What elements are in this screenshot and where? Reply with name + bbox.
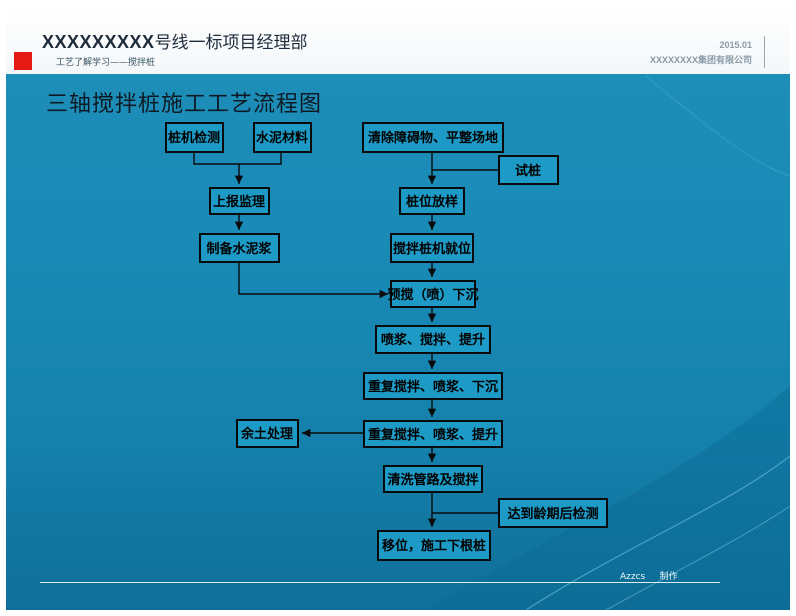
flowchart: 桩机检测 水泥材料 上报监理 制备水泥浆 清除障碍物、平整场地 试桩 桩位放样 — [165, 122, 608, 561]
footer-author: Azzcs — [620, 572, 646, 582]
step-pile-check-label: 桩机检测 — [168, 130, 220, 146]
company-name-bold: XXXXXXXXX — [42, 32, 155, 52]
step-age-inspection: 达到龄期后检测 — [498, 498, 608, 528]
connectors — [193, 152, 499, 527]
step-spoil-disposal-label: 余土处理 — [240, 426, 293, 442]
step-pre-mix-sink: 预搅（喷）下沉 — [387, 280, 479, 308]
logo-red-square — [14, 52, 32, 70]
header-date: 2015.01 — [719, 40, 752, 50]
footer-divider — [40, 582, 720, 583]
step-rig-positioning: 搅拌桩机就位 — [390, 233, 474, 263]
step-clear-obstacles: 清除障碍物、平整场地 — [362, 122, 504, 153]
step-trial-pile-label: 试桩 — [515, 163, 541, 179]
step-clean-pipes: 清洗管路及搅拌 — [383, 465, 483, 493]
step-rig-positioning-label: 搅拌桩机就位 — [393, 241, 471, 257]
step-trial-pile: 试桩 — [498, 155, 559, 185]
step-repeat-lift: 重复搅拌、喷浆、提升 — [363, 420, 503, 448]
step-age-inspection-label: 达到龄期后检测 — [507, 506, 598, 522]
step-relocate: 移位，施工下根桩 — [377, 530, 491, 561]
group-name: XXXXXXXX集团有限公司 — [649, 55, 752, 65]
step-repeat-lift-label: 重复搅拌、喷浆、提升 — [368, 427, 498, 443]
step-cement-material-label: 水泥材料 — [256, 130, 308, 146]
footer-made: 制作 — [659, 572, 678, 582]
header-divider — [764, 36, 765, 68]
step-report-supervision-label: 上报监理 — [213, 194, 265, 210]
step-spray-mix-lift: 喷浆、搅拌、提升 — [375, 325, 491, 354]
step-pile-check: 桩机检测 — [165, 122, 224, 153]
step-prepare-slurry: 制备水泥浆 — [199, 233, 280, 263]
step-prepare-slurry-label: 制备水泥浆 — [206, 241, 272, 257]
step-pile-layout-label: 桩位放样 — [406, 194, 458, 210]
page-title: 三轴搅拌桩施工工艺流程图 — [46, 92, 323, 117]
header-band — [6, 6, 790, 74]
background-swoosh — [426, 75, 790, 610]
footer-credit: Azzcs 制作 — [620, 569, 678, 582]
step-relocate-label: 移位，施工下根桩 — [382, 538, 486, 554]
step-pile-layout: 桩位放样 — [399, 187, 465, 215]
step-spoil-disposal: 余土处理 — [236, 419, 299, 448]
breadcrumb: 工艺了解学习——搅拌桩 — [56, 58, 156, 68]
step-pre-mix-sink-label: 预搅（喷）下沉 — [387, 287, 478, 303]
step-repeat-sink: 重复搅拌、喷浆、下沉 — [363, 372, 503, 400]
company-title: XXXXXXXXX号线一标项目经理部 — [42, 28, 308, 53]
slide: XXXXXXXXX号线一标项目经理部 工艺了解学习——搅拌桩 2015.01 X… — [6, 6, 790, 610]
step-report-supervision: 上报监理 — [209, 187, 270, 215]
step-repeat-sink-label: 重复搅拌、喷浆、下沉 — [368, 379, 498, 395]
step-clean-pipes-label: 清洗管路及搅拌 — [387, 472, 478, 488]
company-name-rest: 号线一标项目经理部 — [154, 33, 308, 53]
step-spray-mix-lift-label: 喷浆、搅拌、提升 — [381, 332, 485, 348]
step-clear-obstacles-label: 清除障碍物、平整场地 — [368, 130, 498, 146]
step-cement-material: 水泥材料 — [253, 122, 312, 153]
